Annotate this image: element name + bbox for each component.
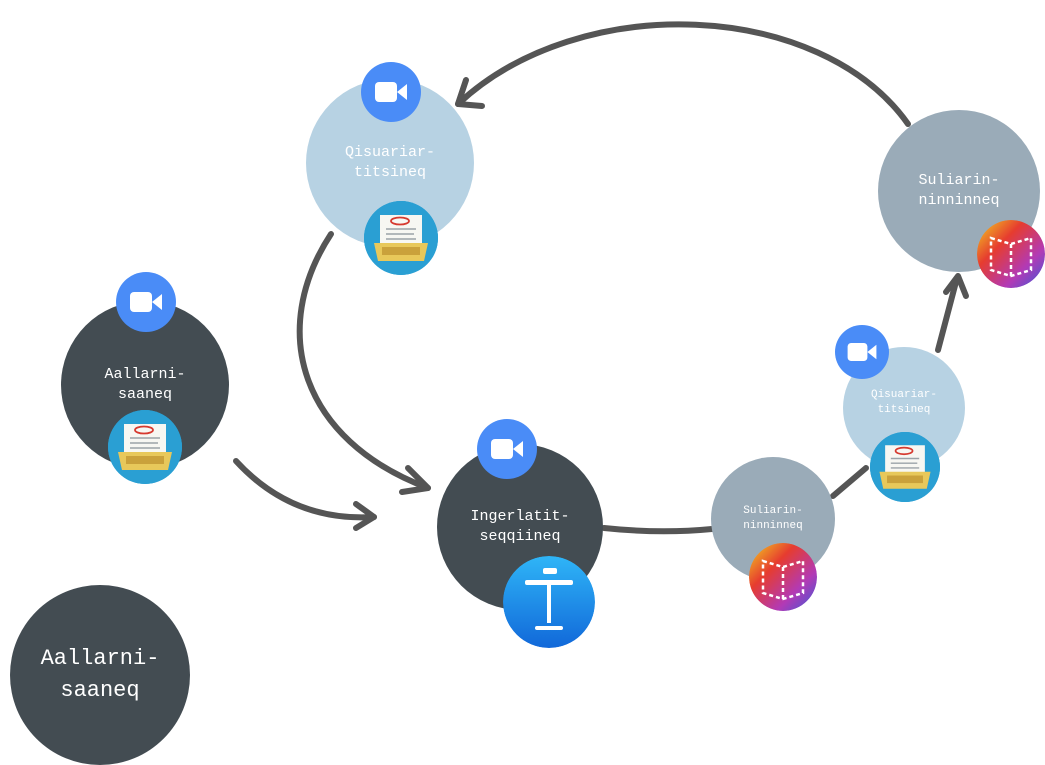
document-tray-icon: [108, 410, 182, 484]
legend-aallarnisaaneq: Aallarni- saaneq: [10, 585, 190, 765]
arrowhead: [353, 501, 377, 531]
legend-label: Aallarni- saaneq: [40, 646, 160, 703]
node-label: Suliarin- ninninneq: [918, 171, 1000, 209]
video-camera-icon: [116, 272, 176, 332]
line-ingerlatit-to-suliarin: [601, 525, 715, 535]
node-label: Ingerlatit- seqqiineq: [470, 507, 570, 545]
video-camera-icon: [477, 419, 537, 479]
video-camera-icon: [361, 62, 421, 122]
arrow-aallarni-to-ingerlatit: [233, 458, 377, 521]
node-label: Qisuariar- titsineq: [870, 389, 937, 416]
arrowhead: [943, 273, 969, 299]
book-creator-icon: [749, 543, 817, 611]
arrowhead: [399, 465, 431, 495]
keynote-presentation-icon: [503, 556, 595, 648]
line-suliarin-to-qisuariar: [830, 465, 869, 499]
node-label: Aallarni- saaneq: [104, 365, 186, 403]
document-tray-icon: [870, 432, 940, 502]
arrow-qisuariar-to-suliarin: [935, 275, 960, 353]
document-tray-icon: [364, 201, 438, 275]
arrow-suliarin-to-qisuariar: [455, 21, 911, 127]
arrow-qisuariar-to-ingerlatit: [296, 231, 431, 491]
book-creator-icon: [977, 220, 1045, 288]
node-label: Qisuariar- titsineq: [344, 143, 435, 181]
arrowhead: [455, 77, 485, 109]
node-label: Suliarin- ninninneq: [743, 505, 803, 532]
video-camera-icon: [835, 325, 889, 379]
